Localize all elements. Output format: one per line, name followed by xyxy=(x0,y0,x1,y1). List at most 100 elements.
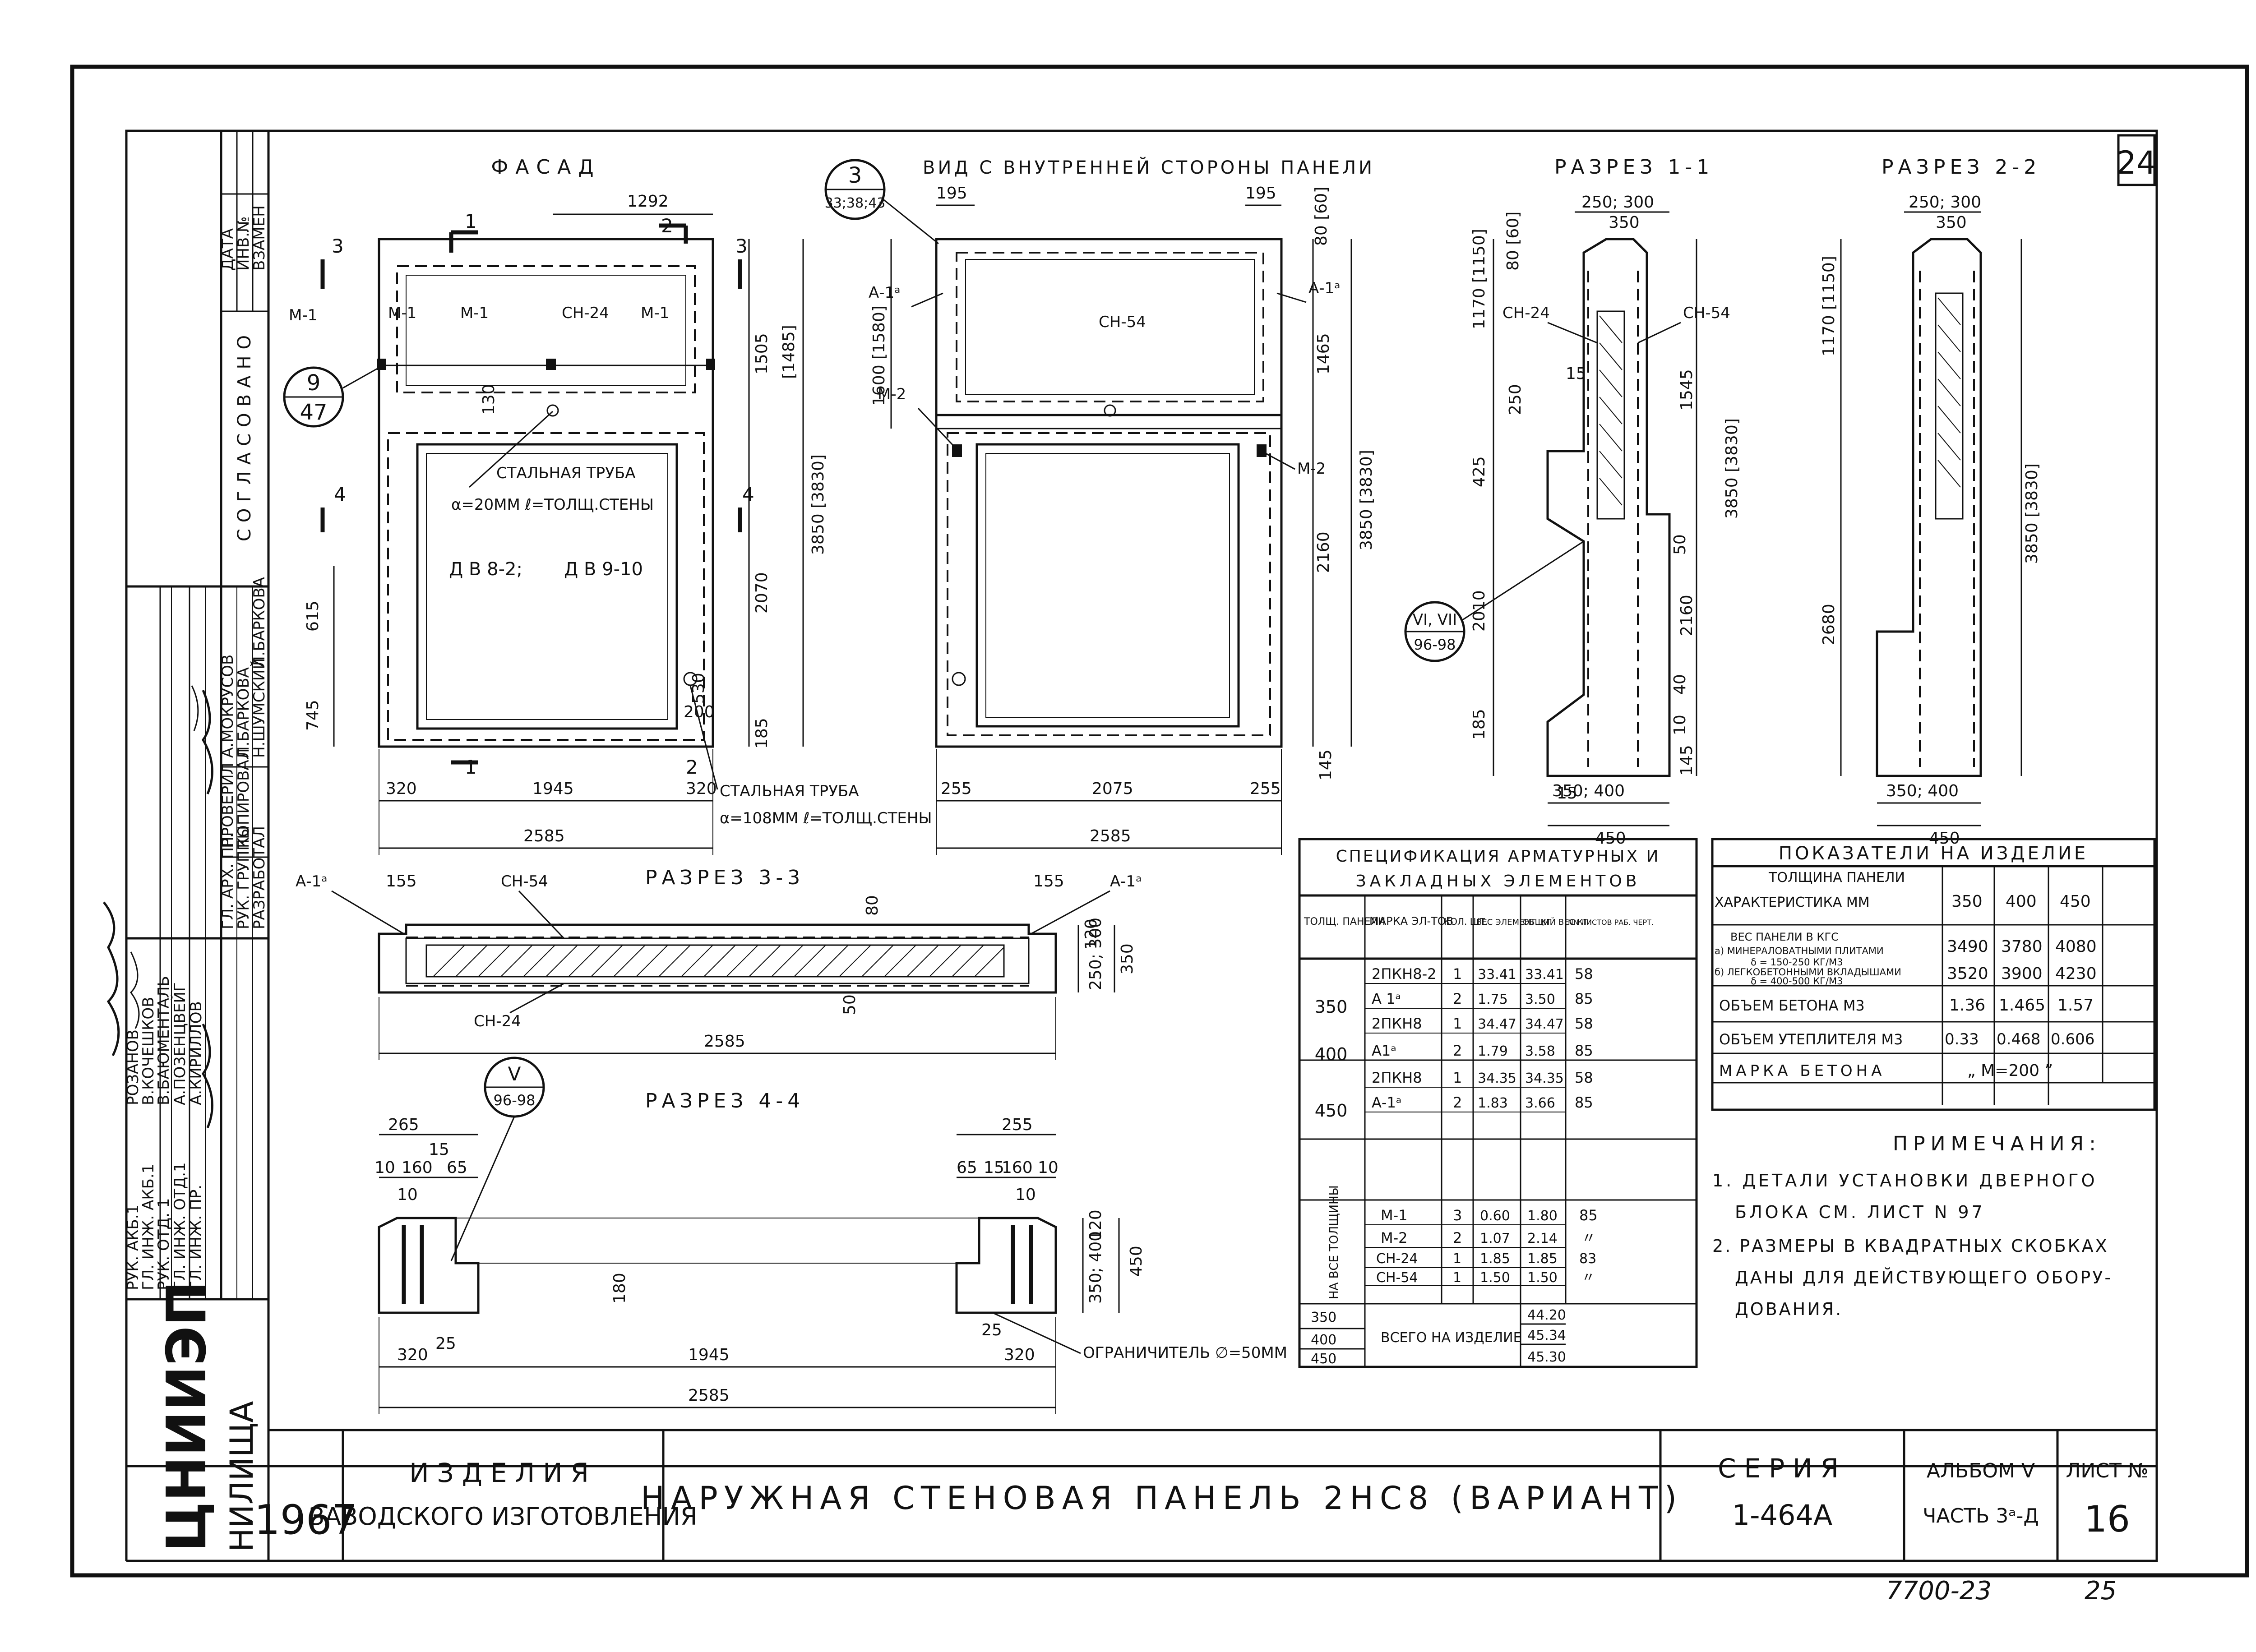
section44-dim-160l: 160 xyxy=(402,1158,433,1177)
section11-dim-350: 350 xyxy=(1609,213,1640,232)
section11-dim-185: 185 xyxy=(1470,709,1489,740)
ind-r3-v3: 1.57 xyxy=(2057,996,2094,1015)
section33-a1-right: А-1ᵃ xyxy=(1110,872,1142,891)
spec-all-r2-mark: М-2 xyxy=(1381,1229,1408,1246)
section22-title: РАЗРЕЗ 2-2 xyxy=(1882,156,2041,179)
ind-concrete-label: МАРКА БЕТОНА xyxy=(1719,1062,1885,1080)
spec-g450-r1-mark: 2ПКН8 xyxy=(1372,1069,1422,1086)
facade-dim-200: 200 xyxy=(684,703,715,721)
section44-limiter: ОГРАНИЧИТЕЛЬ ∅=50ММ xyxy=(1083,1344,1287,1362)
m1-mid-mark xyxy=(546,359,556,370)
spec-table: СПЕЦИФИКАЦИЯ АРМАТУРНЫХ И ЗАКЛАДНЫХ ЭЛЕМ… xyxy=(1298,838,1698,1368)
product-line1: ИЗДЕЛИЯ xyxy=(409,1458,597,1488)
stamp-name-1: РОЗАНОВ xyxy=(124,1029,142,1105)
spec-g350-r2-s: 85 xyxy=(1575,990,1593,1007)
spec-g400-r1-mark: 2ПКН8 xyxy=(1372,1015,1422,1032)
signature-5 xyxy=(191,685,199,731)
section33-title: РАЗРЕЗ 3-3 xyxy=(645,866,804,889)
section44-dim-350: 350; 400 xyxy=(1086,1231,1105,1304)
ind-r4-v1: 0.33 xyxy=(1945,1030,1979,1048)
section22-dim-top: 250; 300 xyxy=(1909,193,1981,212)
section22-dim-2680: 2680 xyxy=(1820,604,1838,645)
facade-dim-745: 745 xyxy=(304,700,322,731)
facade-pipe-spec: α=20ММ ℓ=ТОЛЩ.СТЕНЫ xyxy=(451,496,654,514)
facade-sec-1-top: 1 xyxy=(465,210,477,232)
facade-door-1: Д В 8-2; xyxy=(449,559,522,580)
section11-dim-50: 50 xyxy=(1671,534,1689,555)
notes-line-5: ДОВАНИЯ. xyxy=(1735,1299,1843,1319)
spec-total-400: 400 xyxy=(1311,1332,1336,1348)
spec-all-r3-s: 83 xyxy=(1579,1251,1596,1267)
section11-dim-b1: 350; 400 xyxy=(1552,782,1625,800)
spec-all-r4-qty: 1 xyxy=(1453,1270,1461,1286)
spec-g400-r2-w: 1.79 xyxy=(1478,1043,1508,1059)
bottom-code: 7700-23 xyxy=(1886,1576,1992,1606)
facade-dim-3850: 3850 [3830] xyxy=(809,454,828,555)
facade-sec-4-right: 4 xyxy=(742,483,754,505)
facade-dim-2070: 2070 xyxy=(753,572,771,614)
section-1-1: РАЗРЕЗ 1-1 СН-24 СН-54 VI, VII 96-98 250… xyxy=(1404,156,1741,848)
interior-dim-2160: 2160 xyxy=(1314,531,1333,573)
interior-dim-b255a: 255 xyxy=(941,780,972,798)
ind-r2-v2: 3900 xyxy=(2001,964,2043,983)
section11-dim-15b: 15 xyxy=(1557,784,1577,803)
section44-dim-265: 265 xyxy=(388,1116,419,1134)
ind-r1-l3: δ = 150-250 КГ/М3 xyxy=(1751,957,1843,968)
spec-g450-r2-s: 85 xyxy=(1575,1094,1593,1111)
spec-g400-r1-w: 34.47 xyxy=(1478,1016,1516,1032)
bottom-page: 25 xyxy=(2085,1576,2117,1606)
interior-dim-b255b: 255 xyxy=(1250,780,1281,798)
series-label: СЕРИЯ xyxy=(1718,1453,1847,1484)
outer-frame xyxy=(70,65,2249,1578)
spec-g450-r2-t: 3.66 xyxy=(1525,1095,1555,1111)
section-4-4: РАЗРЕЗ 4-4 V 96-98 ОГРАНИЧИТЕЛЬ ∅=50ММ 2… xyxy=(374,1057,1287,1414)
notes-line-4: ДАНЫ ДЛЯ ДЕЙСТВУЮЩЕГО ОБОРУ- xyxy=(1735,1268,2113,1287)
album-line1: АЛЬБОМ V xyxy=(1927,1459,2035,1482)
facade-view: ФАСАД М-1 М-1 СН-24 М-1 М-1 СТАЛЬНАЯ ТРУ… xyxy=(283,156,932,855)
spec-title-2: ЗАКЛАДНЫХ ЭЛЕМЕНТОВ xyxy=(1356,872,1641,891)
interior-dim-145: 145 xyxy=(1317,749,1335,780)
stamp-name-3: В.БАЮМЕНТАЛЬ xyxy=(155,976,173,1105)
facade-dim-615: 615 xyxy=(304,600,322,632)
section33-sn54: СН-54 xyxy=(501,872,548,891)
section44-dim-10l: 10 xyxy=(374,1158,395,1177)
section44-dim-2585: 2585 xyxy=(688,1386,730,1405)
ind-r4-l1: ОБЪЕМ УТЕПЛИТЕЛЯ М3 xyxy=(1719,1031,1903,1048)
spec-h-weight: ВЕС ЭЛЕМЕНТ. КГ xyxy=(1476,918,1551,927)
facade-dim-1505: 1505 xyxy=(753,333,771,374)
section11-title: РАЗРЕЗ 1-1 xyxy=(1554,156,1714,179)
section44-dim-320l: 320 xyxy=(397,1346,428,1364)
notes-line-2: БЛОКА СМ. ЛИСТ N 97 xyxy=(1735,1202,1985,1222)
section44-dim-160r: 160 xyxy=(1002,1158,1033,1177)
facade-pipe2-label: СТАЛЬНАЯ ТРУБА xyxy=(720,782,859,800)
org-sub: НИЛИЩА xyxy=(223,1401,260,1552)
interior-dim-195b: 195 xyxy=(1245,184,1276,203)
spec-g400-r1-t: 34.47 xyxy=(1525,1016,1564,1032)
facade-m1-outer: М-1 xyxy=(289,306,317,324)
section33-dim-350: 350 xyxy=(1118,943,1137,974)
interior-view: ВИД С ВНУТРЕННЕЙ СТОРОНЫ ПАНЕЛИ СН-54 А-… xyxy=(824,157,1376,855)
spec-all-r4-w: 1.50 xyxy=(1480,1270,1510,1286)
section11-dim-2010: 2010 xyxy=(1470,590,1489,632)
notes-line-3: 2. РАЗМЕРЫ В КВАДРАТНЫХ СКОБКАХ xyxy=(1712,1236,2109,1256)
spec-h-mark: МАРКА ЭЛ-ТОВ xyxy=(1369,915,1453,928)
section44-callout-top: V xyxy=(508,1063,521,1085)
spec-all-r2-qty: 2 xyxy=(1453,1229,1462,1246)
facade-sec-1-bottom: 1 xyxy=(465,756,477,778)
notes: ПРИМЕЧАНИЯ: 1. ДЕТАЛИ УСТАНОВКИ ДВЕРНОГО… xyxy=(1712,1132,2113,1319)
ind-r3-v2: 1.465 xyxy=(1999,996,2045,1015)
ind-r3-v1: 1.36 xyxy=(1949,996,1985,1015)
stamp-name-2: В.КОЧЕШКОВ xyxy=(139,997,157,1105)
spec-total-350-val: 44.20 xyxy=(1527,1307,1566,1323)
section44-dim-25l: 25 xyxy=(435,1334,456,1353)
stamp-role-3: РУК. ОТД. 1 xyxy=(155,1198,173,1290)
interior-dim-1465: 1465 xyxy=(1314,333,1333,374)
spec-all-r4-t: 1.50 xyxy=(1527,1270,1558,1286)
section33-a1-left: А-1ᵃ xyxy=(296,872,327,891)
section33-sn24: СН-24 xyxy=(474,1012,521,1030)
corner-number: 24 xyxy=(2116,144,2156,181)
ind-col-400: 400 xyxy=(2006,892,2037,911)
ind-r2-l1: б) ЛЕГКОБЕТОННЫМИ ВКЛАДЫШАМИ xyxy=(1715,967,1901,978)
section22-dim-b1: 350; 400 xyxy=(1886,782,1959,800)
section44-title: РАЗРЕЗ 4-4 xyxy=(645,1089,804,1112)
